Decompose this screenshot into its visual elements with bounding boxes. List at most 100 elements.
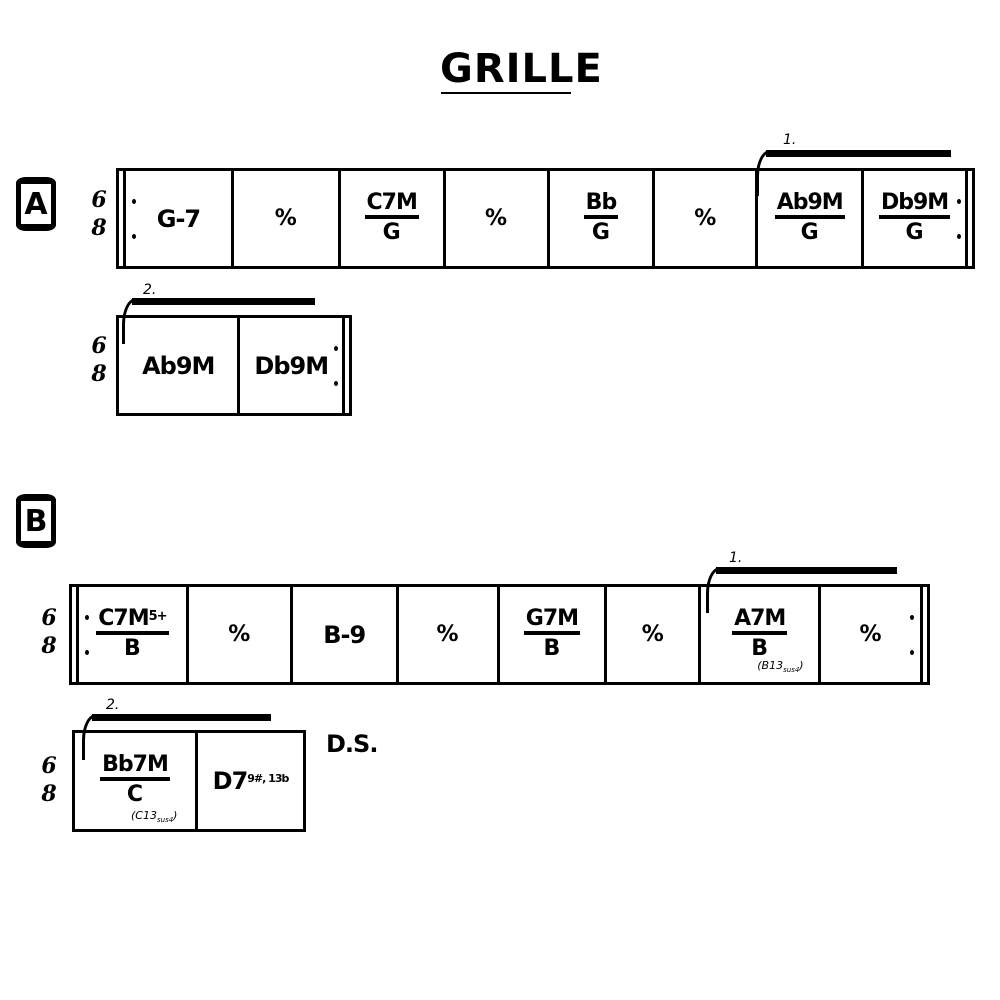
volta-1-bracket xyxy=(716,567,897,574)
section-marker-a: A xyxy=(16,177,56,231)
bar-7: A7M B (B13sus4) xyxy=(698,587,818,682)
bar-4: % xyxy=(395,587,497,682)
chord-top: G7M xyxy=(523,606,581,635)
chord-extension: 5+ xyxy=(148,608,168,624)
repeat-dot xyxy=(910,650,914,655)
alternate-chord-close: ) xyxy=(173,809,178,822)
volta-2-label: 2. xyxy=(143,282,157,298)
chord-top-text: C7M xyxy=(98,605,149,631)
repeat-end-barline xyxy=(920,587,927,682)
time-signature-bottom: 8 xyxy=(41,633,57,659)
chord-top: Db9M xyxy=(878,190,951,219)
time-signature-bottom: 8 xyxy=(91,361,107,387)
bar-5: Bb G xyxy=(546,171,653,266)
repeat-dot xyxy=(957,234,961,239)
simile-sign: % xyxy=(859,622,882,647)
alternate-chord-close: ) xyxy=(799,659,804,672)
simile-sign: % xyxy=(485,206,508,231)
chord-bass: B xyxy=(751,635,769,661)
repeat-dot xyxy=(334,346,339,351)
bar-2: D79#, 13b xyxy=(195,733,303,829)
repeat-start-barline xyxy=(72,587,79,682)
simile-sign: % xyxy=(641,622,664,647)
time-signature-top: 6 xyxy=(41,753,57,779)
section-marker-label: B xyxy=(24,503,48,539)
chord-grid-row-a1: G-7 % C7M G % Bb G % Ab9M G Db9M G xyxy=(116,168,975,269)
chord-top: A7M xyxy=(732,606,788,635)
time-signature-top: 6 xyxy=(91,333,107,359)
chord-symbol: D79#, 13b xyxy=(212,767,290,795)
chord-bass: G xyxy=(382,219,401,245)
alternate-chord-sub: sus4 xyxy=(783,666,800,675)
chord-bass: B xyxy=(124,635,141,661)
alternate-chord-note: (C13sus4) xyxy=(131,809,177,824)
bar-1: C7M5+ B xyxy=(79,587,186,682)
section-marker-b: B xyxy=(16,494,56,548)
volta-2-bracket xyxy=(132,298,315,305)
chord-top: Bb xyxy=(583,190,619,219)
time-signature-top: 6 xyxy=(41,605,57,631)
bar-1: G-7 xyxy=(126,171,231,266)
bar-1: Ab9M xyxy=(119,318,237,413)
bar-8: % xyxy=(818,587,920,682)
chord-symbol: B-9 xyxy=(323,620,366,649)
bar-6: % xyxy=(652,171,755,266)
bar-7: Ab9M G xyxy=(755,171,861,266)
chord-root: D7 xyxy=(212,767,249,795)
chord-bass: G xyxy=(800,219,819,245)
chord-bass: B xyxy=(543,635,561,661)
chord-symbol: Ab9M xyxy=(142,351,215,380)
bar-2: Db9M xyxy=(237,318,342,413)
volta-1-label: 1. xyxy=(783,132,797,148)
section-marker-label: A xyxy=(24,186,48,222)
chord-top: Bb7M xyxy=(100,753,170,781)
simile-sign: % xyxy=(436,622,459,647)
time-signature-bottom: 8 xyxy=(91,215,107,241)
repeat-dot xyxy=(132,234,136,239)
time-signature: 6 8 xyxy=(88,186,110,242)
chord-symbol: Db9M xyxy=(254,351,329,380)
chord-extension: 9#, 13b xyxy=(247,772,289,785)
simile-sign: % xyxy=(274,206,297,231)
bar-4: % xyxy=(442,171,547,266)
alternate-chord-sub: sus4 xyxy=(156,816,174,825)
title-underline xyxy=(441,92,571,94)
chord-symbol: G-7 xyxy=(156,204,201,233)
time-signature: 6 8 xyxy=(38,604,60,660)
bar-2: % xyxy=(230,171,338,266)
simile-sign: % xyxy=(228,622,251,647)
volta-1-bracket xyxy=(766,150,951,157)
simile-sign: % xyxy=(694,206,717,231)
bar-6: % xyxy=(604,587,698,682)
alternate-chord: (C13 xyxy=(131,809,157,822)
repeat-dot xyxy=(132,199,136,204)
time-signature-top: 6 xyxy=(91,187,107,213)
repeat-dot xyxy=(334,381,339,386)
dal-segno-instruction: D.S. xyxy=(326,730,378,758)
chord-top: C7M5+ xyxy=(96,605,169,635)
chord-grid-row-a2: Ab9M Db9M xyxy=(116,315,352,416)
alternate-chord-note: (B13sus4) xyxy=(757,659,803,674)
repeat-end-barline xyxy=(342,318,349,413)
chord-bass: G xyxy=(591,219,610,245)
time-signature: 6 8 xyxy=(88,332,110,388)
repeat-dot xyxy=(85,650,89,655)
chord-bass: C xyxy=(126,782,144,807)
volta-2-label: 2. xyxy=(106,697,120,713)
page-title: GRILLE xyxy=(440,46,603,92)
alternate-chord: (B13 xyxy=(757,659,784,672)
bar-3: C7M G xyxy=(337,171,443,266)
repeat-dot xyxy=(957,199,961,204)
bar-2: % xyxy=(185,587,290,682)
bar-3: B-9 xyxy=(289,587,396,682)
chord-grid-row-b2: Bb7M C (C13sus4) D79#, 13b xyxy=(72,730,306,832)
repeat-start-barline xyxy=(119,171,126,266)
bar-8: Db9M G xyxy=(861,171,965,266)
chord-grid-row-b1: C7M5+ B % B-9 % G7M B % A7M B (B13sus4) … xyxy=(69,584,930,685)
chord-bass: G xyxy=(905,219,924,245)
repeat-end-barline xyxy=(965,171,972,266)
volta-1-label: 1. xyxy=(729,550,743,566)
chord-top: C7M xyxy=(364,190,419,219)
time-signature: 6 8 xyxy=(38,752,60,808)
repeat-dot xyxy=(910,615,914,620)
